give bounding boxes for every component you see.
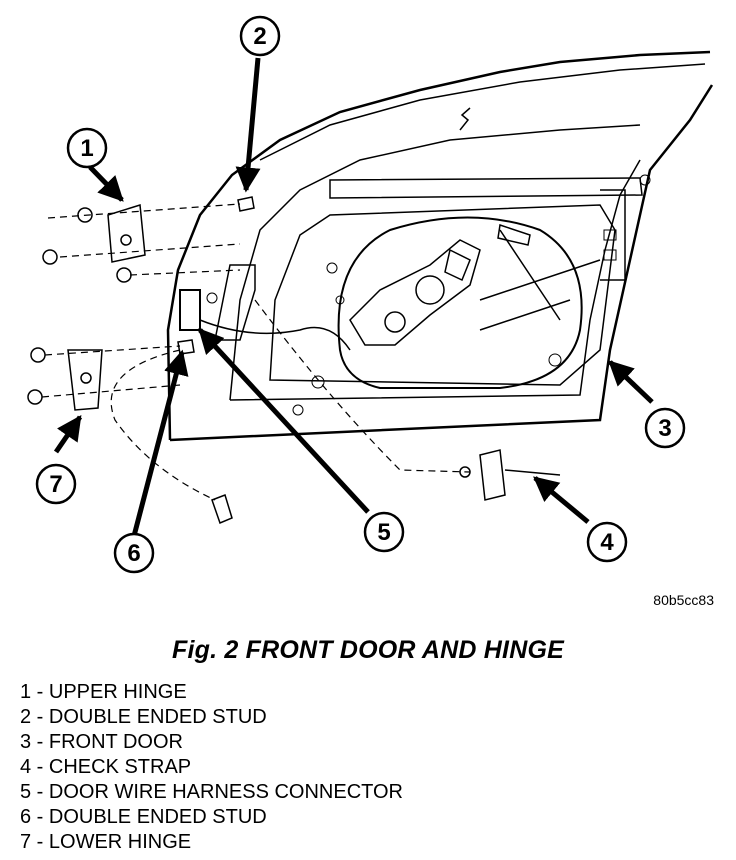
- callout-circle: [644, 407, 686, 449]
- callout-number: 7: [49, 471, 62, 498]
- alignment-lines: [41, 203, 471, 501]
- legend-list: 1 - UPPER HINGE 2 - DOUBLE ENDED STUD 3 …: [20, 680, 403, 855]
- legend-item-3: 3 - FRONT DOOR: [20, 731, 183, 753]
- callout-circle: [363, 511, 405, 553]
- legend-item-1: 1 - UPPER HINGE: [20, 681, 187, 703]
- callout-circle: [35, 463, 77, 505]
- callout-1: 1: [66, 127, 108, 169]
- callout-number: 1: [80, 135, 93, 162]
- front-door-drawing: [166, 50, 714, 442]
- legend-item-7: 7 - LOWER HINGE: [20, 831, 192, 853]
- callout-number: 4: [600, 529, 614, 556]
- callout-circle: [66, 127, 108, 169]
- callout-5: 5: [363, 511, 405, 553]
- callout-markers: 1 2 3 4 5 6 7: [35, 15, 686, 574]
- callout-circle: [586, 521, 628, 563]
- callout-3: 3: [644, 407, 686, 449]
- legend-item-5: 5 - DOOR WIRE HARNESS CONNECTOR: [20, 781, 403, 803]
- figure-title: Fig. 2 FRONT DOOR AND HINGE: [172, 636, 564, 664]
- callout-2: 2: [239, 15, 281, 57]
- callout-circle: [239, 15, 281, 57]
- callout-arrows: [53, 57, 654, 537]
- callout-number: 5: [377, 519, 390, 546]
- hinge-hardware: [27, 196, 561, 524]
- callout-4: 4: [586, 521, 628, 563]
- callout-7: 7: [35, 463, 77, 505]
- legend-item-4: 4 - CHECK STRAP: [20, 756, 192, 778]
- door-hinge-diagram: 1 2 3 4 5 6 7: [27, 15, 714, 574]
- legend-item-2: 2 - DOUBLE ENDED STUD: [20, 706, 267, 728]
- callout-circle: [113, 532, 155, 574]
- callout-number: 3: [658, 415, 671, 442]
- legend-item-6: 6 - DOUBLE ENDED STUD: [20, 806, 267, 828]
- callout-number: 2: [253, 23, 266, 50]
- callout-number: 6: [127, 540, 140, 567]
- callout-6: 6: [113, 532, 155, 574]
- image-code: 80b5cc83: [653, 592, 714, 608]
